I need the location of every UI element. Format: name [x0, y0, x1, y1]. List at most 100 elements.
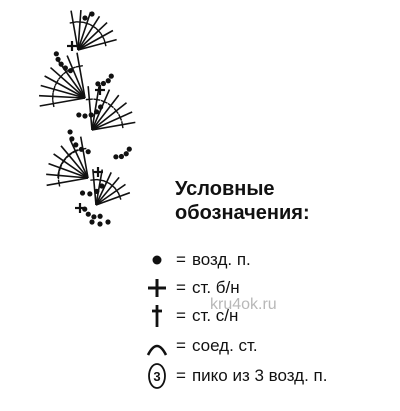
double-crochet-mark [57, 179, 61, 187]
chain-stitch-mark [73, 142, 79, 148]
legend-row-single-crochet: = ст. б/н [140, 276, 240, 300]
slip-stitch-icon [140, 334, 174, 358]
double-crochet-mark [49, 66, 86, 99]
double-crochet-mark [68, 66, 76, 71]
legend-row-picot: 3 = пико из 3 возд. п. [140, 363, 328, 389]
double-crochet-mark [77, 11, 92, 51]
double-crochet-mark [51, 100, 55, 108]
double-crochet-mark [52, 85, 56, 93]
legend-row-double-crochet: = ст. с/н [140, 304, 238, 328]
legend-equals: = [176, 250, 186, 269]
chain-stitch-mark [85, 211, 91, 217]
double-crochet-mark [113, 107, 119, 115]
legend-label-double-crochet: ст. с/н [191, 306, 239, 325]
double-crochet-mark [121, 121, 124, 129]
legend-row-chain: = возд. п. [140, 248, 251, 272]
double-crochet-mark [100, 99, 108, 104]
slip-stitch-mark [57, 149, 78, 179]
double-crochet-mark [95, 176, 120, 206]
double-crochet-mark [103, 39, 107, 47]
chain-stitch-mark [85, 149, 91, 155]
legend-label-single-crochet: ст. б/н [191, 278, 240, 297]
double-crochet-mark [57, 60, 86, 99]
chain-stitch-mark [79, 190, 86, 196]
chain-stitch-mark [100, 80, 107, 87]
double-crochet-mark [77, 38, 117, 51]
chain-stitch-mark [108, 73, 114, 79]
double-crochet-mark [89, 23, 97, 29]
double-crochet-mark [93, 98, 101, 101]
double-crochet-mark [48, 162, 89, 179]
double-crochet-mark [77, 15, 101, 51]
double-crochet-mark [85, 98, 93, 101]
double-crochet-mark [91, 86, 100, 131]
chain-stitch-mark [97, 221, 103, 227]
double-crochet-mark [117, 192, 122, 200]
double-crochet-mark [114, 187, 120, 194]
picot-icon: 3 [140, 363, 174, 389]
double-crochet-mark [95, 183, 126, 206]
double-crochet-mark [109, 182, 116, 189]
double-crochet-mark [75, 64, 83, 68]
legend-equals: = [176, 366, 186, 385]
chain-stitch-mark [97, 213, 103, 219]
single-crochet-icon [140, 276, 174, 300]
double-crochet-mark [69, 21, 77, 24]
double-crochet-mark [95, 191, 131, 206]
legend-equals: = [176, 306, 186, 325]
double-crochet-mark [91, 121, 136, 131]
double-crochet-mark [44, 75, 86, 99]
double-crochet-mark [90, 178, 98, 181]
double-crochet-icon [140, 304, 174, 328]
double-crochet-mark [103, 180, 111, 185]
legend-label-picot: пико из 3 возд. п. [191, 366, 328, 385]
legend-title-line-2: обозначения: [175, 202, 310, 224]
double-crochet-mark [95, 27, 102, 34]
chain-stitch-icon [140, 248, 174, 272]
chain-stitch-mark [53, 51, 59, 57]
legend-equals: = [176, 278, 186, 297]
double-crochet-mark [83, 21, 91, 26]
legend-label-chain: возд. п. [191, 250, 251, 269]
double-crochet-mark [39, 94, 86, 99]
crochet-pattern-diagram [39, 10, 136, 227]
double-crochet-mark [100, 32, 105, 40]
double-crochet-mark [46, 177, 89, 187]
double-crochet-mark [77, 21, 108, 51]
legend-label-slip-stitch: соед. ст. [191, 336, 258, 355]
chain-stitch-mark [91, 214, 97, 220]
chain-stitch-mark [87, 191, 93, 197]
double-crochet-mark [91, 102, 128, 131]
double-crochet-mark [62, 69, 70, 75]
chain-stitch-mark [82, 113, 88, 119]
chain-stitch-mark [123, 151, 129, 157]
double-crochet-mark [118, 113, 123, 121]
chain-stitch-mark [105, 78, 111, 84]
double-crochet-mark [77, 29, 114, 51]
chain-stitch-mark [82, 15, 88, 21]
double-crochet-mark [70, 10, 79, 51]
chain-stitch-mark [105, 219, 111, 225]
double-crochet-mark [79, 136, 89, 179]
double-crochet-mark [76, 21, 84, 24]
double-crochet-mark [66, 55, 86, 99]
double-crochet-mark [46, 173, 89, 179]
double-crochet-mark [87, 86, 93, 131]
double-crochet-mark [96, 178, 104, 182]
chain-stitch-mark [99, 183, 105, 189]
double-crochet-mark [53, 153, 89, 179]
double-crochet-mark [79, 147, 87, 151]
legend-title: Условные обозначения: [175, 177, 310, 225]
chain-stitch-mark [113, 154, 119, 160]
double-crochet-mark [91, 89, 111, 131]
double-crochet-mark [92, 169, 97, 206]
chain-stitch-mark [118, 153, 125, 160]
double-crochet-mark [39, 97, 86, 107]
double-crochet-mark [91, 94, 120, 131]
chain-stitch-mark [76, 112, 82, 118]
double-crochet-mark [95, 172, 112, 206]
chain-stitch-mark [89, 219, 95, 225]
double-crochet-mark [69, 139, 89, 179]
double-crochet-mark [91, 111, 133, 131]
double-crochet-mark [107, 102, 114, 109]
